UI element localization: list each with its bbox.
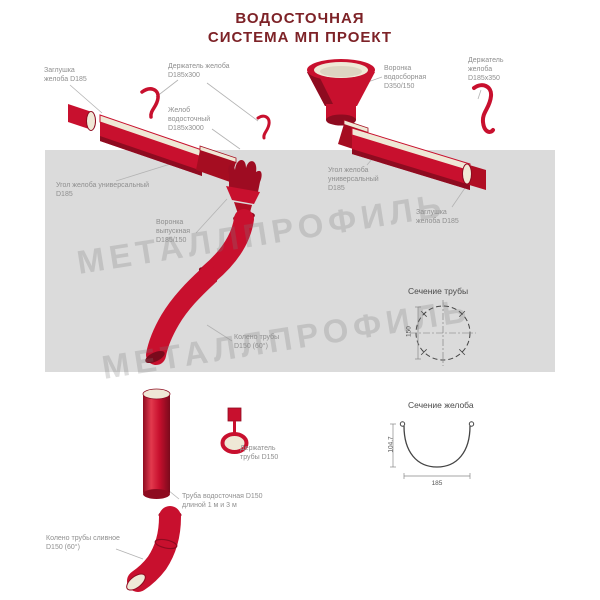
- label-elbow: Колено трубы D150 (60°): [234, 334, 280, 351]
- label-gutter-corner-left: Угол желоба универсальный D185: [56, 182, 150, 199]
- gutter-holder-left: [140, 87, 160, 119]
- label-gutter-holder-right: Держатель желоба D185х350: [468, 57, 504, 83]
- heading-pipe-section: Сечение трубы: [408, 286, 469, 296]
- page-title-line2: СИСТЕМА МП ПРОЕКТ: [207, 28, 393, 46]
- heading-gutter-section: Сечение желоба: [408, 400, 474, 410]
- gutter-end-cap-right: [462, 163, 486, 190]
- pipe-cross-section: [410, 300, 476, 366]
- label-gutter: Желоб водосточный D185х3000: [168, 107, 211, 133]
- gutter-cross-section: [390, 421, 475, 479]
- drain-elbow: [126, 506, 182, 592]
- pipe-holder: [220, 407, 249, 454]
- upper-elbow: [145, 209, 255, 365]
- label-gutter-holder-left: Держатель желоба D185х300: [168, 63, 230, 80]
- gutter-holder-center: [256, 114, 271, 140]
- label-gutter-corner-right: Угол желоба универсальный D185: [328, 167, 379, 193]
- label-gutter-end-cap-left: Заглушка желоба D185: [44, 67, 87, 84]
- label-gutter-end-cap-right: Заглушка желоба D185: [416, 209, 459, 226]
- label-downpipe: Труба водосточная D150 длиной 1 м и 3 м: [182, 493, 263, 510]
- collection-funnel: [307, 59, 375, 126]
- dim-gutter-width: 185: [431, 480, 443, 487]
- label-collection-funnel: Воронка водосборная D350/150: [384, 65, 427, 91]
- label-pipe-holder: Держатель трубы D150: [240, 445, 279, 462]
- label-outlet-funnel: Воронка выпускная D185/150: [156, 219, 191, 245]
- gutter-end-cap-left: [68, 104, 96, 131]
- gutter-holder-right: [472, 83, 495, 134]
- dim-gutter-depth: 104.7: [387, 436, 395, 453]
- downpipe: [142, 388, 171, 499]
- page-title: ВОДОСТОЧНАЯ СИСТЕМА МП ПРОЕКТ: [0, 10, 600, 48]
- label-drain-elbow: Колено трубы сливное D150 (60°): [46, 535, 120, 552]
- gutter-right-run: [351, 127, 471, 190]
- dim-pipe-diameter: 150: [405, 326, 413, 337]
- gutter-corner-left: [196, 145, 237, 182]
- page-title-line1: ВОДОСТОЧНАЯ: [235, 10, 365, 27]
